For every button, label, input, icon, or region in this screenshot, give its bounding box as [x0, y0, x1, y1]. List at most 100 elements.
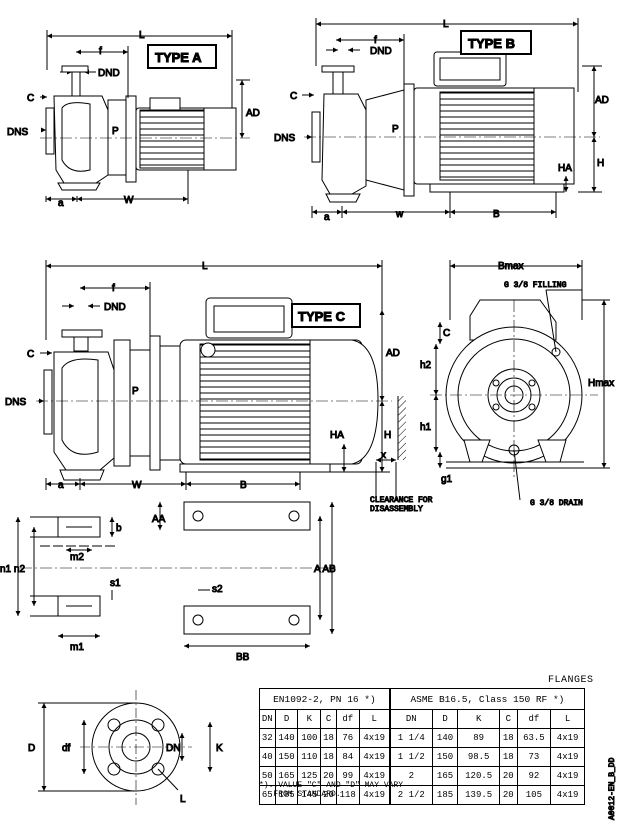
type-b-view: [302, 18, 602, 218]
table-cell: 98.5: [457, 747, 500, 767]
footnote: *)..VALUE "C" AND "D" MAY VARY FROM STAN…: [259, 781, 403, 799]
table-cell: 63.5: [516, 728, 552, 748]
column-header: C: [499, 709, 518, 729]
table-cell: 40: [259, 747, 276, 767]
flange-table: EN1092-2, PN 16 *) ASME B16.5, Class 150…: [258, 688, 585, 805]
type-c-label-c: C: [27, 349, 34, 360]
column-header: L: [550, 709, 585, 729]
column-header: DN: [388, 709, 433, 729]
side-label-drain: G 3/8 DRAIN: [530, 499, 583, 508]
column-header: df: [335, 709, 360, 729]
feet-label-aa: AA: [152, 514, 166, 525]
drawing-code: A0012-EN_B_DD: [608, 757, 617, 820]
table-cell: 18: [499, 747, 518, 767]
standard-asme-header: ASME B16.5, Class 150 RF *): [388, 688, 585, 710]
footnote-line: *)..VALUE "C" AND "D" MAY VARY: [259, 781, 404, 790]
type-b-label-dnd: DND: [370, 46, 392, 57]
feet-label-s1: s1: [110, 578, 121, 589]
feet-label-m1: m1: [70, 642, 84, 653]
table-cell: 140: [274, 728, 299, 748]
type-c-label-b: B: [240, 480, 247, 491]
side-view: [430, 260, 610, 501]
table-cell: 20: [499, 766, 518, 786]
type-c-label-ha: HA: [330, 430, 344, 441]
table-cell: 4x19: [550, 785, 585, 805]
table-cell: 2 1/2: [388, 785, 433, 805]
type-b-title: TYPE B: [468, 36, 515, 51]
table-cell: 76: [335, 728, 360, 748]
type-b-label-b: B: [493, 209, 500, 220]
side-label-filling: G 3/8 FILLING: [504, 281, 567, 290]
type-a-label-c: C: [27, 93, 34, 104]
type-b-label-a: a: [324, 212, 330, 223]
type-b-label-w: w: [395, 209, 404, 220]
type-a-label-w: W: [124, 195, 134, 206]
feet-label-bb: BB: [236, 652, 250, 663]
type-c-label-dnd: DND: [104, 302, 126, 313]
side-label-h1: h1: [420, 422, 432, 433]
table-cell: 100: [297, 728, 322, 748]
feet-label-m2: m2: [70, 552, 84, 563]
table-cell: 4x19: [550, 728, 585, 748]
table-cell: 18: [320, 728, 337, 748]
feet-label-b: b: [116, 523, 122, 534]
table-cell: 150: [431, 747, 459, 767]
table-cell: 145: [297, 785, 322, 805]
column-header: L: [358, 709, 391, 729]
flange-label-dn: DN: [166, 743, 180, 754]
type-c-label-ad: AD: [386, 348, 400, 359]
table-cell: 1 1/4: [388, 728, 433, 748]
table-cell: 18: [320, 747, 337, 767]
table-cell: 18: [499, 728, 518, 748]
table-cell: 65: [259, 785, 276, 805]
table-cell: 105: [516, 785, 552, 805]
feet-label-s2: s2: [212, 584, 223, 595]
flange-front-view: [38, 690, 213, 805]
feet-label-n1n2: n1 n2: [0, 564, 25, 575]
table-cell: 4x19: [358, 728, 391, 748]
side-label-h2: h2: [420, 360, 432, 371]
type-b-label-L: L: [443, 19, 449, 30]
table-cell: 20: [499, 785, 518, 805]
table-cell: 118: [335, 785, 360, 805]
type-c-label-p: P: [132, 386, 139, 397]
table-cell: 92: [516, 766, 552, 786]
type-b-label-ad: AD: [595, 95, 609, 106]
type-b-label-p: P: [392, 124, 399, 135]
table-cell: 110: [297, 747, 322, 767]
type-c-label-L: L: [202, 261, 208, 272]
type-a-view: [40, 30, 250, 204]
type-c-label-dns: DNS: [5, 397, 26, 408]
table-cell: 139.5: [457, 785, 500, 805]
type-a-label-ad: AD: [246, 108, 260, 119]
column-header: D: [431, 709, 459, 729]
table-cell: 4x19: [358, 747, 391, 767]
column-header: C: [320, 709, 337, 729]
table-cell: 4x19: [550, 766, 585, 786]
type-a-title: TYPE A: [155, 50, 202, 65]
type-c-label-f: f: [112, 283, 115, 294]
flanges-title: FLANGES: [548, 675, 594, 686]
table-cell: 73: [516, 747, 552, 767]
table-cell: 89: [457, 728, 500, 748]
table-row: 50 165 125 20 99 4x19 2 165 120.5 20 92 …: [259, 766, 585, 786]
type-b-label-h: H: [597, 158, 604, 169]
type-c-view: [36, 260, 406, 500]
flange-label-l: L: [180, 794, 186, 805]
column-header: D: [274, 709, 299, 729]
clearance-label-line1: CLEARANCE FOR: [370, 496, 433, 505]
column-header: K: [457, 709, 500, 729]
flange-label-d: D: [28, 743, 35, 754]
side-label-g1: g1: [441, 474, 453, 485]
column-header: df: [516, 709, 552, 729]
feet-label-a-ab: A AB: [314, 564, 336, 575]
side-label-hmax: Hmax: [588, 378, 614, 389]
table-row: 40 150 110 18 84 4x19 1 1/2 150 98.5 18 …: [259, 747, 585, 767]
type-a-title-box: [147, 44, 217, 69]
type-c-label-w: W: [132, 480, 142, 491]
type-a-label-p: P: [112, 126, 119, 137]
type-a-label-a: a: [58, 198, 64, 209]
type-b-label-c: C: [290, 91, 297, 102]
type-a-label-dnd: DND: [98, 68, 120, 79]
